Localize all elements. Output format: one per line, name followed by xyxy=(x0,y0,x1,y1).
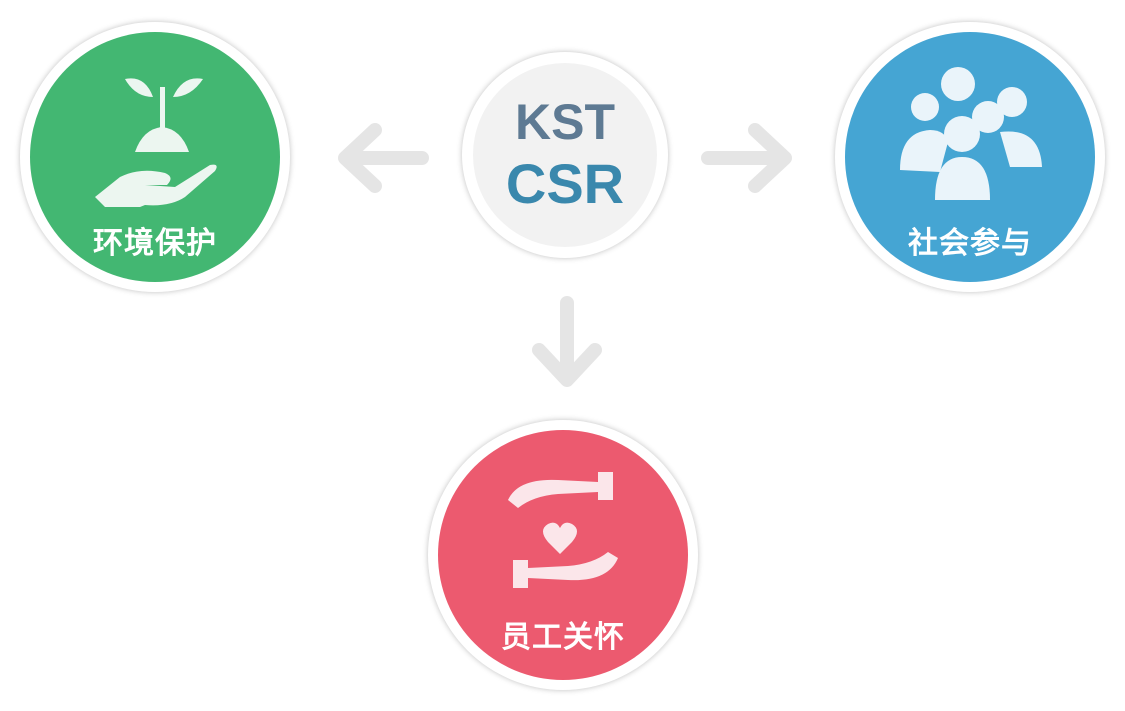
hand-plant-icon xyxy=(95,78,217,207)
arrow-down-icon xyxy=(532,296,602,387)
center-title-kst: KST xyxy=(515,94,615,150)
arrow-right-icon xyxy=(701,123,792,193)
node-label: 员工关怀 xyxy=(501,620,625,655)
node-label: 环境保护 xyxy=(93,226,217,261)
node-label: 社会参与 xyxy=(908,226,1032,261)
node-social: 社会参与 xyxy=(835,22,1105,292)
hands-heart-icon xyxy=(508,472,618,588)
center-title-csr: CSR xyxy=(505,152,625,215)
node-employee: 员工关怀 xyxy=(428,420,698,690)
center-node: KST CSR xyxy=(462,52,668,258)
people-group-icon xyxy=(900,67,1042,200)
node-environment: 环境保护 xyxy=(20,22,290,292)
arrow-left-icon xyxy=(338,123,429,193)
